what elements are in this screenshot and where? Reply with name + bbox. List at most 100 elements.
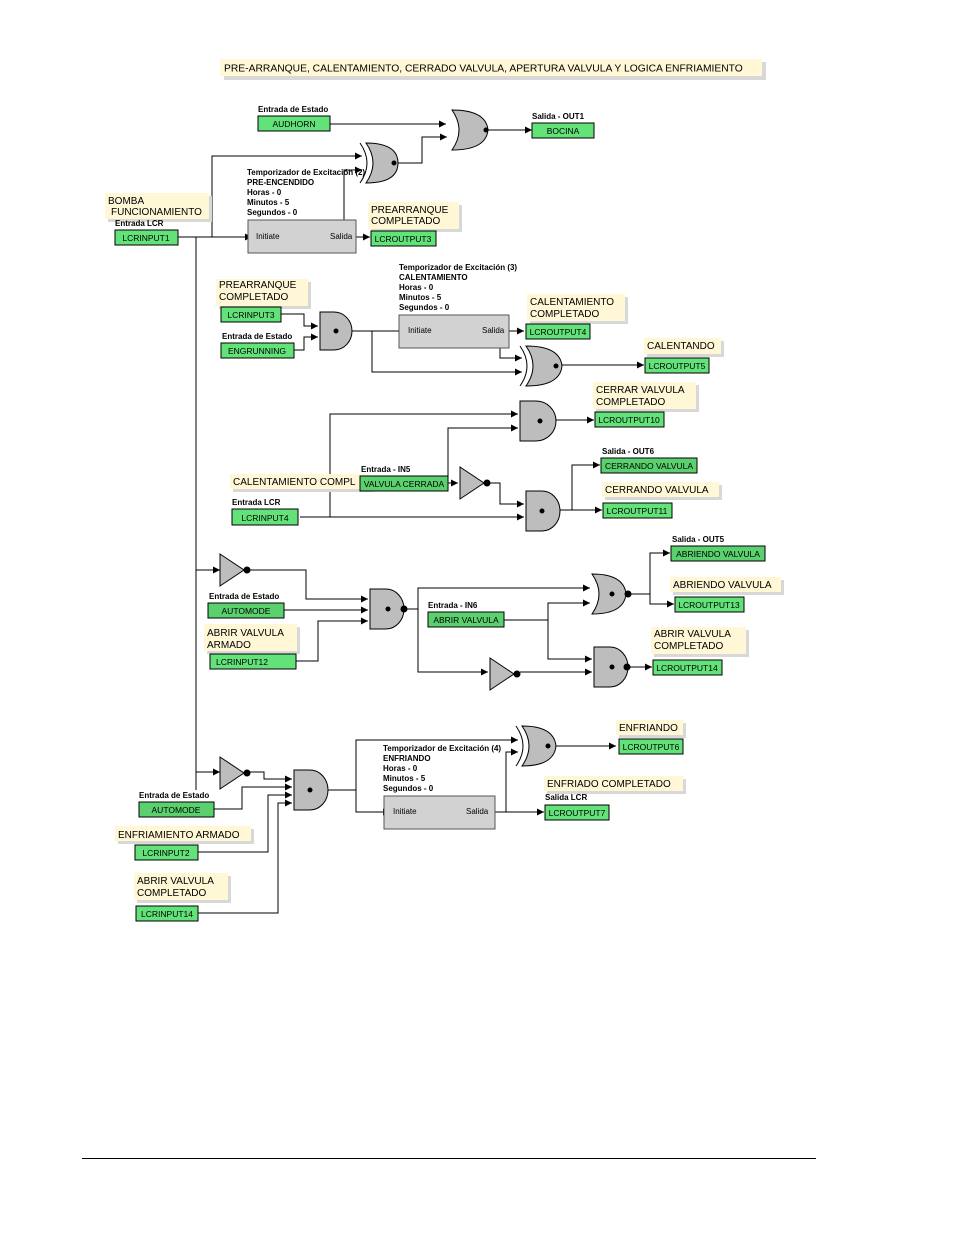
io-label: LCRINPUT2 bbox=[142, 848, 190, 858]
note-line: COMPLETADO bbox=[530, 309, 599, 320]
notes: BOMBA FUNCIONAMIENTO PREARRANQUE COMPLET… bbox=[105, 193, 784, 903]
io-block: Entrada - IN6 ABRIR VALVULA bbox=[427, 601, 505, 628]
io-header: Entrada de Estado bbox=[258, 105, 328, 114]
timer-title: Temporizador de Excitación (3) bbox=[399, 263, 517, 272]
not-gate bbox=[219, 756, 251, 790]
io-header: Salida - OUT1 bbox=[532, 112, 585, 121]
note-line: ENFRIADO COMPLETADO bbox=[547, 779, 671, 790]
io-block: Salida LCR LCROUTPUT7 bbox=[544, 793, 610, 821]
timer-output: Salida bbox=[466, 807, 489, 816]
note-box: ENFRIADO COMPLETADO bbox=[544, 776, 686, 794]
note-box: PREARRANQUE COMPLETADO bbox=[216, 279, 311, 309]
io-block: LCRINPUT12 bbox=[209, 653, 297, 670]
note-box: ABRIR VALVULA COMPLETADO bbox=[651, 627, 749, 657]
note-box: ABRIR VALVULA COMPLETADO bbox=[134, 873, 231, 903]
io-label: LCROUTPUT4 bbox=[530, 327, 587, 337]
io-header: Entrada LCR bbox=[232, 498, 281, 507]
io-block: Entrada de Estado ENGRUNNING bbox=[220, 332, 295, 359]
io-label: BOCINA bbox=[547, 126, 580, 136]
io-label: AUTOMODE bbox=[152, 805, 201, 815]
timer-output: Salida bbox=[482, 326, 505, 335]
note-line: CALENTAMIENTO COMPL bbox=[233, 477, 356, 488]
io-label: LCRINPUT4 bbox=[241, 513, 289, 523]
io-label: LCROUTPUT7 bbox=[549, 808, 606, 818]
xor-gate bbox=[359, 142, 399, 184]
and-gate bbox=[293, 769, 329, 811]
io-label: LCROUTPUT11 bbox=[607, 506, 668, 516]
timer-seconds: Segundos - 0 bbox=[399, 303, 450, 312]
and-gate bbox=[369, 588, 408, 630]
timer-hours: Horas - 0 bbox=[383, 764, 418, 773]
io-label: LCROUTPUT3 bbox=[375, 234, 432, 244]
note-line: CERRAR VALVULA bbox=[596, 385, 685, 396]
note-line: CALENTAMIENTO bbox=[530, 297, 614, 308]
io-label: CERRANDO VALVULA bbox=[605, 461, 693, 471]
timer-name: ENFRIANDO bbox=[383, 754, 431, 763]
note-line: ENFRIANDO bbox=[619, 723, 678, 734]
timer-minutes: Minutos - 5 bbox=[383, 774, 426, 783]
timer-output: Salida bbox=[330, 232, 353, 241]
io-block: Salida - OUT1 BOCINA bbox=[531, 112, 595, 139]
gates bbox=[219, 109, 632, 811]
xor-gate bbox=[515, 725, 557, 767]
and-gate bbox=[319, 311, 353, 351]
and-gate bbox=[525, 490, 561, 532]
note-box: ENFRIANDO bbox=[616, 720, 686, 738]
io-block: LCROUTPUT6 bbox=[618, 738, 684, 755]
io-block: Entrada LCR LCRINPUT1 bbox=[114, 219, 179, 246]
io-header: Salida LCR bbox=[545, 793, 587, 802]
io-label: LCRINPUT14 bbox=[141, 909, 193, 919]
io-label: LCROUTPUT5 bbox=[649, 361, 706, 371]
io-block: LCROUTPUT10 bbox=[594, 411, 665, 428]
note-line: CERRANDO VALVULA bbox=[605, 485, 709, 496]
io-block: LCROUTPUT14 bbox=[652, 659, 723, 676]
note-line: COMPLETADO bbox=[596, 397, 665, 408]
io-blocks: Entrada de Estado AUDHORN Salida - OUT1 … bbox=[114, 105, 766, 922]
timer-name: CALENTAMIENTO bbox=[399, 273, 468, 282]
io-block: Entrada - IN5 VALVULA CERRADA bbox=[359, 465, 449, 492]
note-box: CALENTAMIENTO COMPL bbox=[230, 474, 373, 492]
or-gate bbox=[451, 109, 489, 151]
io-block: LCRINPUT14 bbox=[135, 905, 199, 922]
note-box: CALENTANDO bbox=[644, 338, 724, 357]
io-label: ENGRUNNING bbox=[228, 346, 286, 356]
not-gate bbox=[489, 657, 521, 691]
wires bbox=[178, 120, 674, 914]
io-block: Entrada LCR LCRINPUT4 bbox=[231, 498, 299, 526]
io-block: LCROUTPUT5 bbox=[644, 357, 710, 374]
io-label: VALVULA CERRADA bbox=[364, 479, 445, 489]
note-line: ABRIR VALVULA bbox=[654, 629, 731, 640]
note-box: BOMBA FUNCIONAMIENTO bbox=[105, 193, 212, 222]
io-block: Salida - OUT6 CERRANDO VALVULA bbox=[600, 447, 698, 474]
diagram-title-text: PRE-ARRANQUE, CALENTAMIENTO, CERRADO VAL… bbox=[224, 64, 743, 75]
io-label: AUTOMODE bbox=[222, 606, 271, 616]
io-header: Entrada de Estado bbox=[209, 592, 279, 601]
io-header: Entrada LCR bbox=[115, 219, 164, 228]
timer-block: Initiate Salida Temporizador de Excitaci… bbox=[398, 263, 517, 349]
timer-seconds: Segundos - 0 bbox=[383, 784, 434, 793]
note-line: FUNCIONAMIENTO bbox=[111, 207, 202, 218]
note-line: PREARRANQUE bbox=[371, 205, 449, 216]
timer-input: Initiate bbox=[408, 326, 432, 335]
io-label: LCROUTPUT6 bbox=[623, 742, 680, 752]
note-box: ABRIR VALVULA ARMADO bbox=[204, 624, 300, 654]
timer-title: Temporizador de Excitación (2) bbox=[247, 168, 365, 177]
io-block: Salida - OUT5 ABRIENDO VALVULA bbox=[670, 535, 766, 562]
note-box: CERRANDO VALVULA bbox=[602, 482, 722, 500]
and-gate bbox=[593, 646, 631, 688]
note-line: BOMBA bbox=[108, 196, 144, 207]
note-line: ENFRIAMIENTO ARMADO bbox=[118, 830, 240, 841]
io-block: Entrada de Estado AUDHORN bbox=[257, 105, 331, 132]
not-gate bbox=[459, 466, 491, 500]
io-label: LCROUTPUT14 bbox=[656, 663, 718, 673]
io-header: Salida - OUT5 bbox=[672, 535, 725, 544]
note-box: ENFRIAMIENTO ARMADO bbox=[115, 826, 254, 844]
timer-hours: Horas - 0 bbox=[247, 188, 282, 197]
io-label: LCRINPUT1 bbox=[122, 233, 170, 243]
io-block: Entrada de Estado AUTOMODE bbox=[138, 791, 215, 818]
note-line: COMPLETADO bbox=[219, 292, 288, 303]
io-label: LCRINPUT12 bbox=[216, 657, 268, 667]
note-line: COMPLETADO bbox=[654, 641, 723, 652]
